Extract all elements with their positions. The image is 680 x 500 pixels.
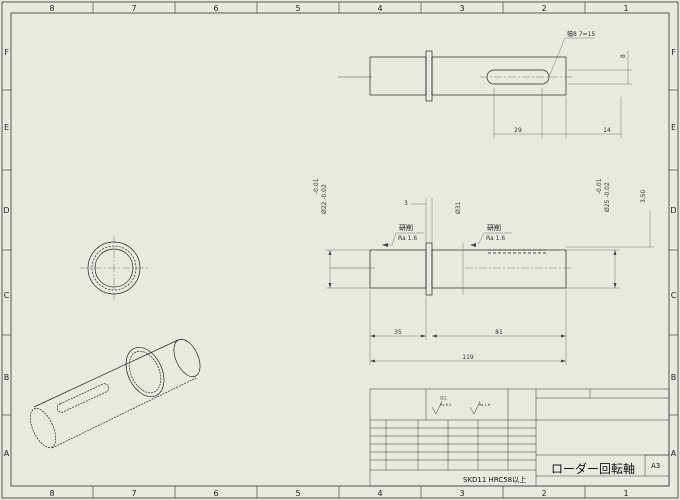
zone-col-top-1: 1 [623,4,628,13]
zone-col-bottom-3: 3 [459,489,464,498]
zone-row-left-B: B [4,373,10,382]
dim-collar-31: Ø31 [455,201,462,214]
tol-right-upper: -0.01 [596,178,603,194]
dim-119: 119 [462,354,474,361]
dim-slot-note: 幅8 7=15 [567,30,595,38]
zone-col-top-3: 3 [459,4,464,13]
front-view-dimensions [326,198,654,365]
isometric-view [29,338,201,449]
dim-slot-29: 29 [514,127,522,134]
zone-col-bottom-1: 1 [623,489,628,498]
tol-left-upper: -0.01 [313,178,320,194]
zone-col-bottom-5: 5 [295,489,300,498]
zone-row-left-E: E [4,123,9,132]
zone-col-bottom-6: 6 [213,489,218,498]
finish-ra-2: Ra 1.6 [479,403,490,407]
finish-ra-1: Ra 6.3 [440,403,451,407]
zone-row-right-E: E [671,123,676,132]
zone-row-left-D: D [3,206,9,215]
front-view-shaft [330,242,572,296]
ra-label-2: Ra 1.6 [486,235,505,242]
finish-label-1: 加工 [440,395,448,400]
tol-right-dia: Ø25 -0.02 [604,182,611,212]
ra-label-1: Ra 1.6 [398,235,417,242]
top-view-dimensions [493,37,632,138]
zone-col-top-2: 2 [541,4,546,13]
tol-left-dia: Ø22 -0.02 [321,184,328,214]
zone-col-bottom-8: 8 [49,489,54,498]
dim-81: 81 [495,329,503,336]
dim-slot-width: 8 [620,54,627,58]
zone-col-top-6: 6 [213,4,218,13]
zone-row-right-B: B [671,373,677,382]
zone-col-top-7: 7 [131,4,136,13]
top-view-shaft [338,50,572,102]
dim-end-14: 14 [603,127,611,134]
grind-label-1: 研削 [399,223,413,232]
title-block-symbols [431,400,481,415]
dim-3-50: 3.50 [640,189,647,203]
zone-row-right-A: A [671,449,677,458]
sheet-size: A3 [651,462,660,470]
grind-label-2: 研削 [487,223,501,232]
zone-row-right-F: F [671,48,676,57]
zone-col-top-8: 8 [49,4,54,13]
front-view-dim-arrows [328,243,617,363]
zone-col-top-4: 4 [377,4,382,13]
zone-row-left-F: F [4,48,9,57]
part-name: ローダー回転軸 [551,461,635,476]
zone-col-top-5: 5 [295,4,300,13]
zone-col-bottom-4: 4 [377,489,382,498]
dim-35: 35 [394,329,402,336]
zone-row-left-C: C [4,291,10,300]
title-block [369,388,670,487]
zone-row-right-C: C [671,291,677,300]
dim-collar-3: 3 [404,200,408,207]
end-view [80,236,148,300]
zone-row-right-D: D [670,206,676,215]
material: SKD11 HRC58以上 [463,475,526,484]
zone-col-bottom-7: 7 [131,489,136,498]
zone-col-bottom-2: 2 [541,489,546,498]
zone-row-left-A: A [4,449,10,458]
